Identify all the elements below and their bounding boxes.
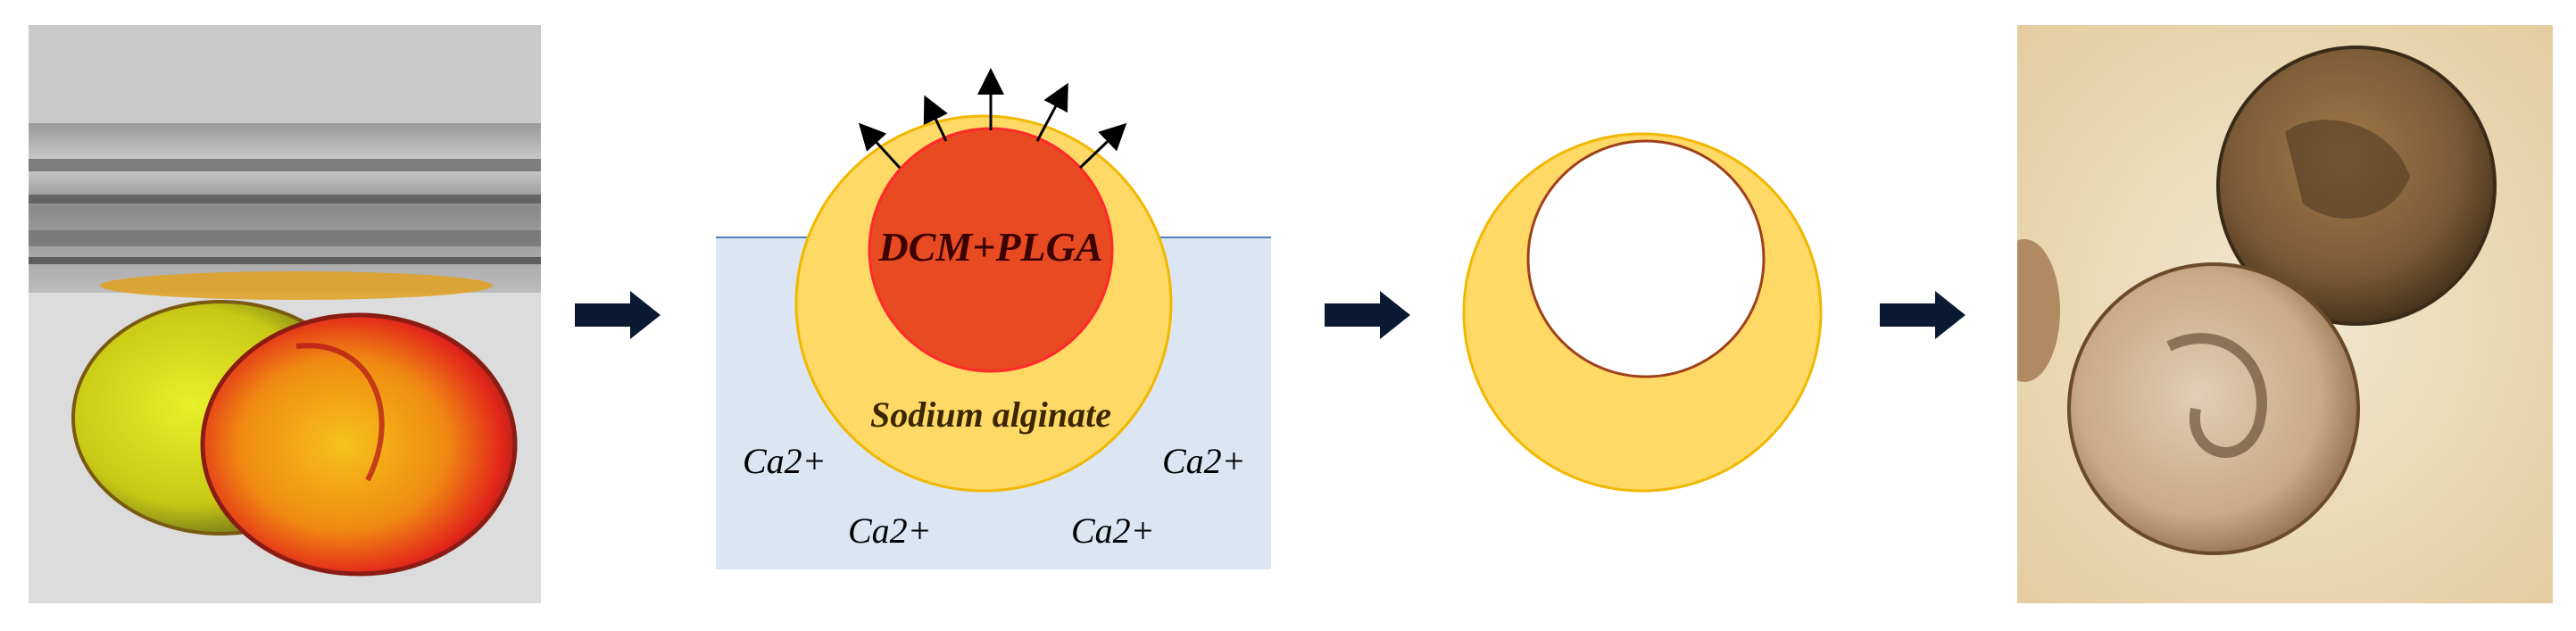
hollow-capsule-diagram — [1455, 125, 1830, 500]
microscope-photo — [2017, 25, 2553, 603]
capsule-cavity — [1526, 139, 1766, 378]
flow-arrow-1 — [575, 291, 661, 339]
droplet-photo — [29, 25, 541, 603]
evaporation-arrows — [858, 68, 1127, 170]
ion-label-4: Ca2+ — [1071, 511, 1155, 551]
flow-arrow-3 — [1880, 291, 1965, 339]
core-label: DCM+PLGA — [877, 224, 1102, 270]
ion-label-2: Ca2+ — [1162, 441, 1246, 481]
bath-diagram: DCM+PLGA Sodium alginate Ca2+ Ca2+ Ca2+ … — [696, 54, 1285, 589]
ion-label-1: Ca2+ — [743, 441, 827, 481]
ion-label-3: Ca2+ — [848, 511, 932, 551]
shell-label: Sodium alginate — [870, 394, 1111, 435]
flow-arrow-2 — [1325, 291, 1410, 339]
capsule-light — [2067, 262, 2360, 555]
